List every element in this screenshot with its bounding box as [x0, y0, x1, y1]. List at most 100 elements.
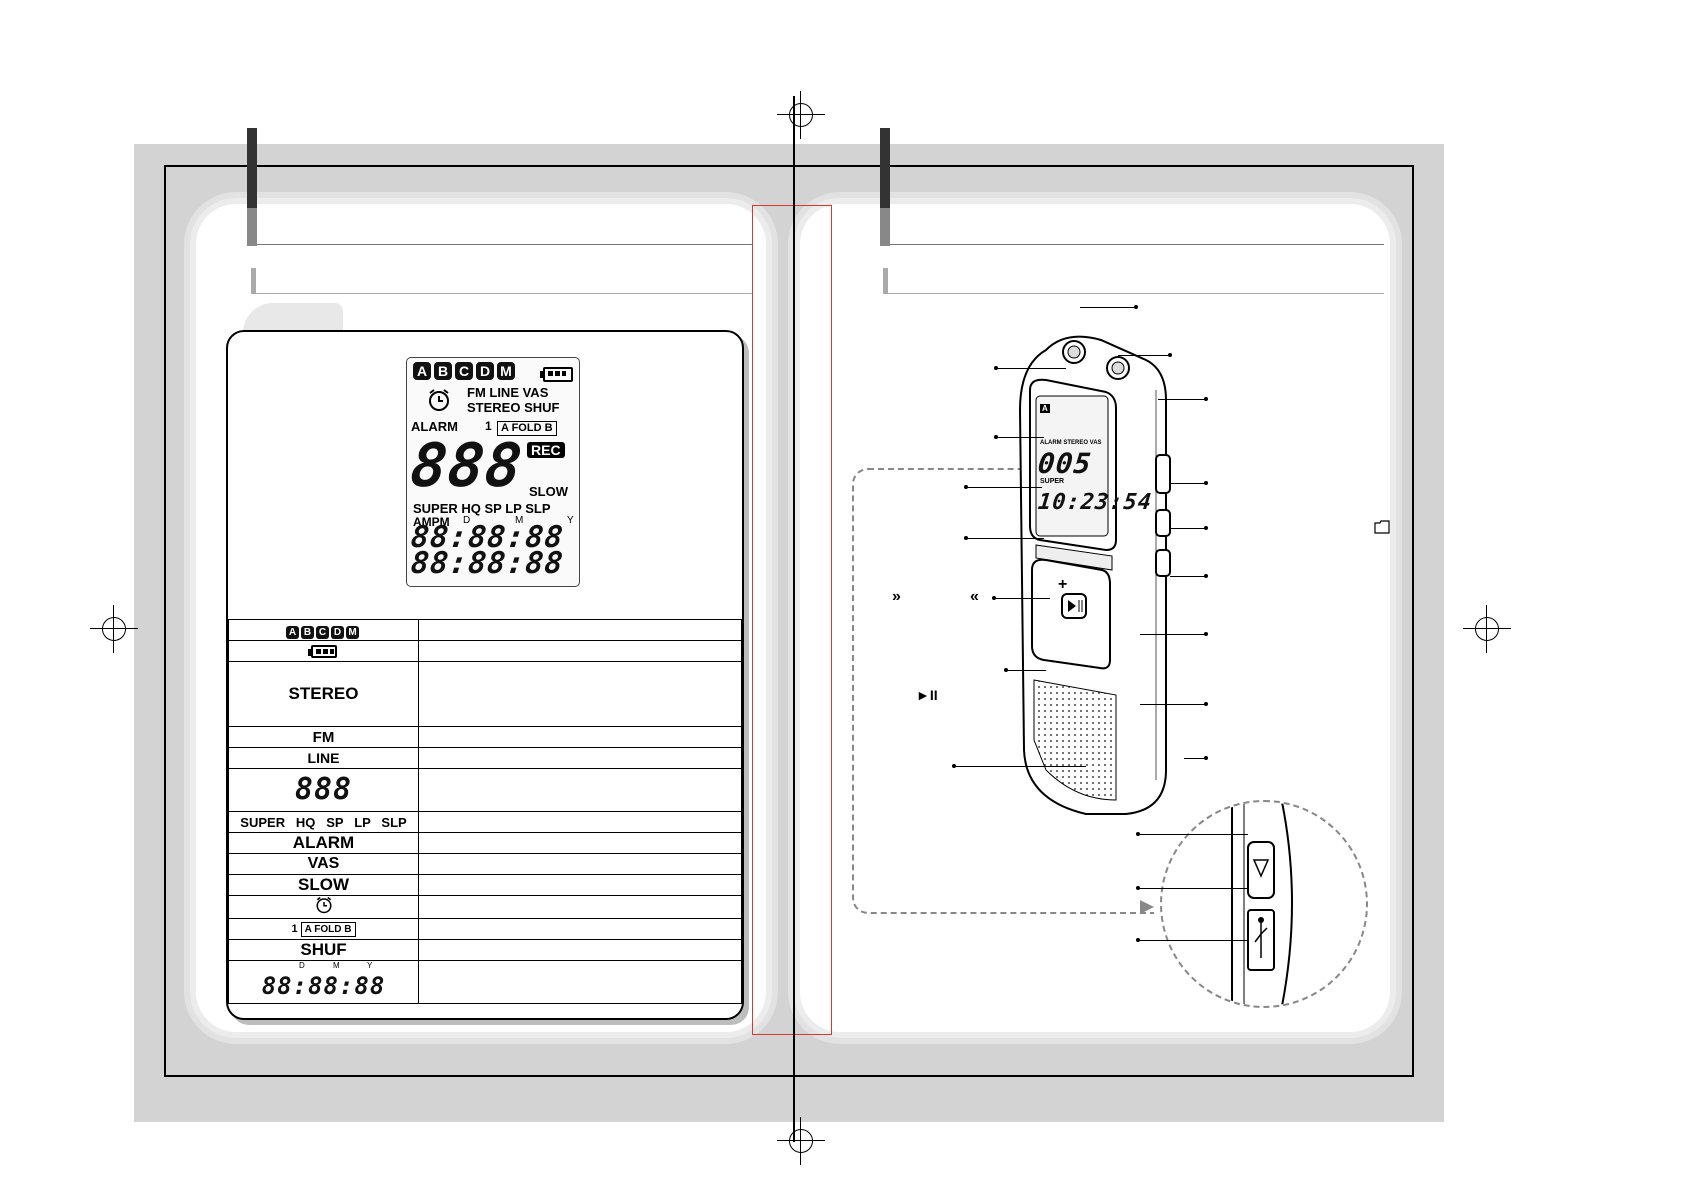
legend-desc [418, 747, 742, 769]
alarm-clock-icon [429, 389, 449, 411]
zoom-guide-path [852, 468, 1154, 914]
callout-dot [994, 435, 998, 439]
registration-mark-bottom [777, 1117, 825, 1165]
digits-glyph: 888 [294, 772, 353, 807]
registration-mark-right [1463, 605, 1511, 653]
callout-dot [1204, 481, 1208, 485]
legend-desc [418, 726, 742, 748]
legend-desc [418, 811, 742, 833]
lcd-stereo-shuf: STEREO SHUF [467, 400, 560, 415]
device-lcd-quality: SUPER [1040, 478, 1065, 485]
callout-line [1140, 704, 1206, 705]
legend-row-stereo: STEREO [228, 661, 742, 727]
folder-c-icon: C [455, 362, 473, 380]
legend-row-line: LINE [228, 747, 742, 769]
lcd-fold-badge: A FOLD B [497, 418, 557, 436]
callout-line [1170, 528, 1206, 529]
callout-line [996, 437, 1044, 438]
legend-key-quality: SUPER HQ SP LP SLP [228, 811, 419, 833]
callout-line [966, 538, 1044, 539]
callout-line [1006, 670, 1046, 671]
left-header-rule [257, 244, 753, 245]
forward-glyph: » [892, 588, 901, 605]
callout-line [1184, 758, 1206, 759]
rewind-glyph: « [970, 588, 979, 605]
legend-desc [418, 874, 742, 896]
left-subheader-marker [251, 268, 256, 294]
legend-key-digits: 888 [228, 768, 419, 812]
callout-line [1170, 576, 1206, 577]
legend-key-alarm: ALARM [228, 832, 419, 854]
callout-dot [1204, 702, 1208, 706]
legend-row-battery [228, 640, 742, 662]
right-header-rule [890, 244, 1384, 245]
legend-desc [418, 832, 742, 854]
callout-line [1138, 940, 1248, 941]
legend-row-alarm-clock [228, 895, 742, 919]
legend-key-date: D M Y 88:88:88 [228, 960, 419, 1004]
device-lcd-time: 10:23:54 [1036, 490, 1154, 515]
lcd-slow: SLOW [529, 484, 568, 499]
callout-dot [1134, 305, 1138, 309]
registration-mark-left [90, 605, 138, 653]
callout-dot [1168, 353, 1172, 357]
folder-a-icon: A [286, 625, 299, 639]
right-section-marker [880, 128, 890, 246]
legend-key-fm: FM [228, 726, 419, 748]
callout-dot [1204, 526, 1208, 530]
legend-key-alarm-clock [228, 895, 419, 919]
fold-line [793, 96, 795, 1142]
folder-c-icon: C [316, 625, 329, 639]
legend-row-quality: SUPER HQ SP LP SLP [228, 811, 742, 833]
legend-key-vas: VAS [228, 853, 419, 875]
lcd-date-y: Y [567, 515, 574, 526]
lcd-date-m: M [515, 515, 524, 526]
lcd-rec-badge: REC [527, 442, 565, 458]
legend-key-fold: 1 A FOLD B [228, 918, 419, 940]
callout-dot [994, 366, 998, 370]
callout-dot [1004, 668, 1008, 672]
legend-desc [418, 918, 742, 940]
legend-row-digits: 888 [228, 768, 742, 812]
legend-key-line: LINE [228, 747, 419, 769]
folder-icon [1374, 520, 1390, 534]
callout-dot [1204, 756, 1208, 760]
callout-dot [1136, 832, 1140, 836]
folder-a-icon: A [413, 362, 431, 380]
legend-row-alarm: ALARM [228, 832, 742, 854]
legend-desc [418, 640, 742, 662]
folder-d-icon: D [331, 625, 344, 639]
side-detail-illustration [1231, 802, 1293, 1006]
callout-dot [992, 596, 996, 600]
legend-row-fm: FM [228, 726, 742, 748]
callout-line [1138, 834, 1248, 835]
callout-line [954, 766, 1086, 767]
callout-dot [1136, 886, 1140, 890]
left-section-marker [247, 128, 257, 246]
left-subheader-rule [256, 293, 753, 294]
lcd-date-digits: 88:88:88 [409, 546, 566, 581]
legend-row-date: D M Y 88:88:88 [228, 960, 742, 1004]
legend-desc [418, 853, 742, 875]
callout-dot [1204, 632, 1208, 636]
callout-line [1080, 307, 1136, 308]
voice-recorder-illustration [1018, 335, 1171, 815]
date-d-label: D [299, 961, 305, 970]
callout-line [1138, 888, 1248, 889]
lcd-date-d: D [463, 515, 471, 526]
gutter-guide [752, 205, 832, 1035]
battery-icon [307, 645, 337, 659]
callout-line [1170, 483, 1206, 484]
callout-dot [1204, 397, 1208, 401]
folder-b-icon: B [301, 625, 314, 639]
date-m-label: M [333, 961, 340, 970]
legend-desc [418, 960, 742, 1004]
lcd-fold-prefix: 1 [485, 419, 492, 433]
device-lcd-folder: A [1040, 404, 1050, 413]
legend-key-stereo: STEREO [228, 661, 419, 727]
alarm-clock-icon [316, 896, 331, 914]
legend-key-slow: SLOW [228, 874, 419, 896]
